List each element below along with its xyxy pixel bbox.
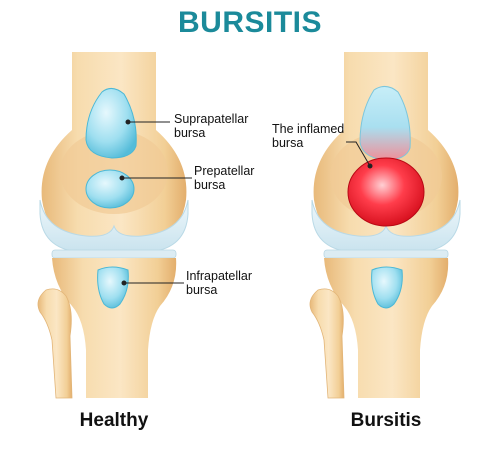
leader-lines-left [119, 119, 192, 286]
label-inflamed: The inflamed bursa [272, 122, 345, 150]
bursitis-knee [309, 52, 461, 399]
suprapatellar-bursa-right [359, 86, 411, 161]
inflamed-bursa [347, 157, 425, 227]
label-suprapatellar: Suprapatellar bursa [174, 112, 249, 140]
tibia-right [324, 258, 449, 398]
fibula-right [309, 288, 345, 399]
infrapatellar-bursa-left [97, 266, 129, 309]
diagram-title: BURSITIS [177, 6, 322, 39]
tibia-left [52, 258, 177, 398]
label-infrapatellar: Infrapatellar bursa [186, 269, 253, 297]
leader-line-right [346, 141, 373, 169]
suprapatellar-bursa-left [85, 88, 137, 159]
fibula-left [37, 288, 73, 399]
label-prepatellar: Prepatellar bursa [194, 164, 255, 192]
prepatellar-bursa-left [85, 169, 135, 209]
healthy-knee [37, 52, 189, 399]
caption-healthy: Healthy [79, 410, 149, 431]
infrapatellar-bursa-right [371, 266, 403, 309]
caption-bursitis: Bursitis [350, 410, 422, 431]
